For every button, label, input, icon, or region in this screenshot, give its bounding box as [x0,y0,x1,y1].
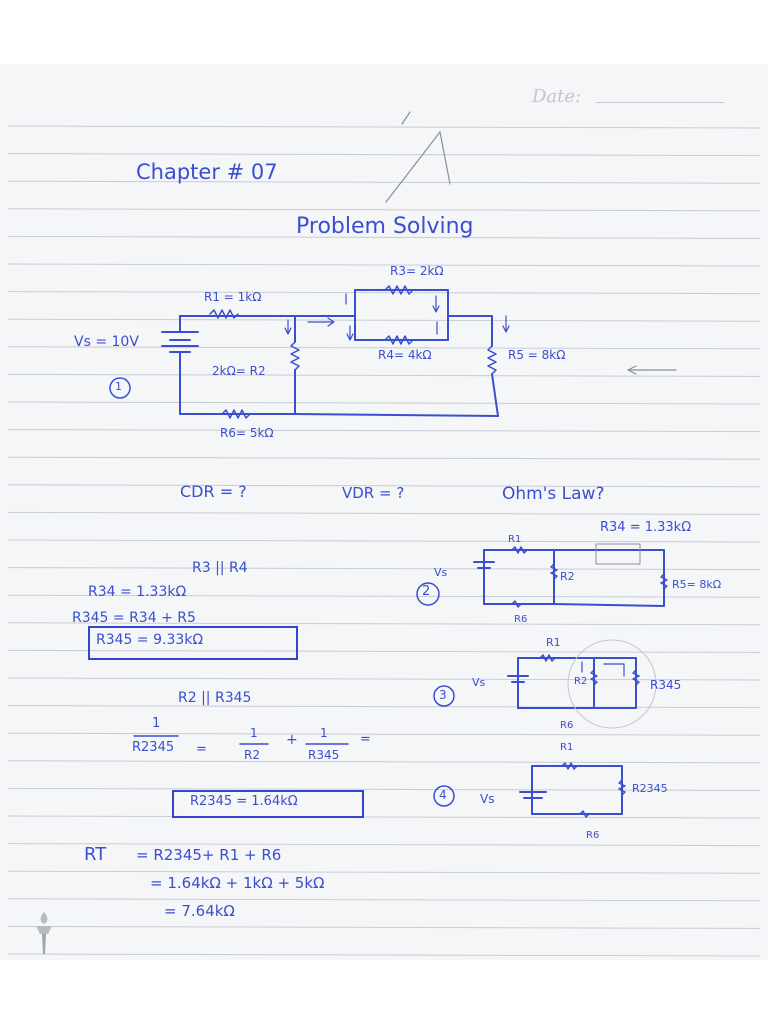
ruled-line [7,153,761,157]
ruled-line [7,843,761,847]
pencil-marks [385,111,677,375]
circuit-2-source-label: Vs [434,566,448,579]
ruled-line [7,539,761,543]
ruled-line [7,815,761,819]
ruled-line [7,235,761,239]
ruled-line [7,318,761,322]
fraction-1-numerator: 1 [250,726,258,740]
ruled-line [7,401,761,405]
plus-sign: + [286,732,298,748]
circuit-1 [161,285,510,419]
chapter-heading: Chapter # 07 [136,160,278,184]
circuit-3-r1-label: R1 [546,636,561,649]
trailing-equals: = [360,732,371,747]
ruled-line [7,953,761,957]
question-vdr: VDR = ? [342,484,405,502]
ruled-line [7,925,761,929]
rt-line-1: = R2345+ R1 + R6 [136,846,282,864]
circuit-1-source-label: Vs = 10V [74,334,139,350]
ruled-line [7,649,761,653]
circuit-1-r3-label: R3= 2kΩ [390,264,444,278]
circuit-2-r1-label: R1 [508,534,522,545]
circuit-1-r4-label: R4= 4kΩ [378,348,432,362]
ruled-line [7,760,761,764]
ruled-line [7,180,761,184]
circuit-1-r5-label: R5 = 8kΩ [508,348,566,362]
circuit-3-r6-label: R6 [560,720,574,731]
ruled-lines [7,125,761,957]
circuit-2-r34-note: R34 = 1.33kΩ [600,520,692,535]
ruled-line [7,870,761,874]
ruled-line [7,484,761,488]
circuit-4-r2345-label: R2345 [632,782,668,795]
ruled-line [7,787,761,791]
circuit-2 [473,543,668,608]
r345-result-box [88,626,298,660]
ruled-line [7,511,761,515]
ruled-line [7,732,761,736]
circuit-diagrams [109,111,677,818]
ruled-line [7,429,761,433]
circuit-3-r2-label: R2 [574,676,588,687]
date-line [596,102,724,103]
r34-result: R34 = 1.33kΩ [88,584,187,600]
rt-line-3: = 7.64kΩ [164,902,235,920]
ruled-line [7,898,761,902]
reciprocal-denominator: R2345 [132,740,175,755]
circuit-1-r2-label: 2kΩ= R2 [212,364,266,378]
rt-label: RT [84,844,107,865]
rt-line-2: = 1.64kΩ + 1kΩ + 5kΩ [150,874,325,892]
circuit-4-source-label: Vs [480,792,495,806]
question-cdr: CDR = ? [180,482,247,501]
ruled-line [7,208,761,212]
notebook-page: Date: Chapter # 07 Problem Solving [0,64,768,960]
circuit-2-r2-label: R2 [560,570,575,583]
circuit-1-r1-label: R1 = 1kΩ [204,290,262,304]
r2345-result-box [172,790,364,818]
date-label: Date: [532,86,582,107]
circuit-3-number: 3 [439,688,447,702]
circuit-2-number: 2 [422,584,431,599]
circuit-1-r6-label: R6= 5kΩ [220,426,274,440]
ruled-line [7,373,761,377]
ruled-line [7,263,761,267]
subtitle-heading: Problem Solving [296,214,474,239]
number-circles [109,377,455,807]
reciprocal-numerator: 1 [152,716,161,731]
ruled-line [7,346,761,350]
circuit-3 [507,639,657,729]
ruled-line [7,594,761,598]
circuit-2-r5-label: R5= 8kΩ [672,578,722,591]
circuit-4 [519,762,626,818]
ruled-line [7,622,761,626]
circuit-2-r6-label: R6 [514,614,528,625]
ruled-line [7,456,761,460]
torch-logo-icon [36,912,52,954]
ruled-line [7,291,761,295]
fraction-bars [133,735,349,745]
question-ohms-law: Ohm's Law? [502,484,605,504]
r345-result: R345 = 9.33kΩ [96,632,204,648]
fraction-2-numerator: 1 [320,726,328,740]
parallel-r2-r345: R2 || R345 [178,690,252,706]
reciprocal-equals: = [196,742,207,757]
circuit-4-r6-label: R6 [586,830,600,841]
fraction-1-denominator: R2 [244,748,260,762]
circuit-3-r345-label: R345 [650,678,682,692]
r345-equation: R345 = R34 + R5 [72,610,196,626]
circuit-3-source-label: Vs [472,676,486,689]
fraction-2-denominator: R345 [308,748,340,762]
circuit-1-number: 1 [115,380,122,393]
ruled-line [7,125,761,129]
ruled-line [7,567,761,571]
r2345-result: R2345 = 1.64kΩ [190,794,298,809]
circuit-4-r1-label: R1 [560,742,574,753]
circuit-4-number: 4 [439,788,447,802]
parallel-r3-r4: R3 || R4 [192,560,248,576]
